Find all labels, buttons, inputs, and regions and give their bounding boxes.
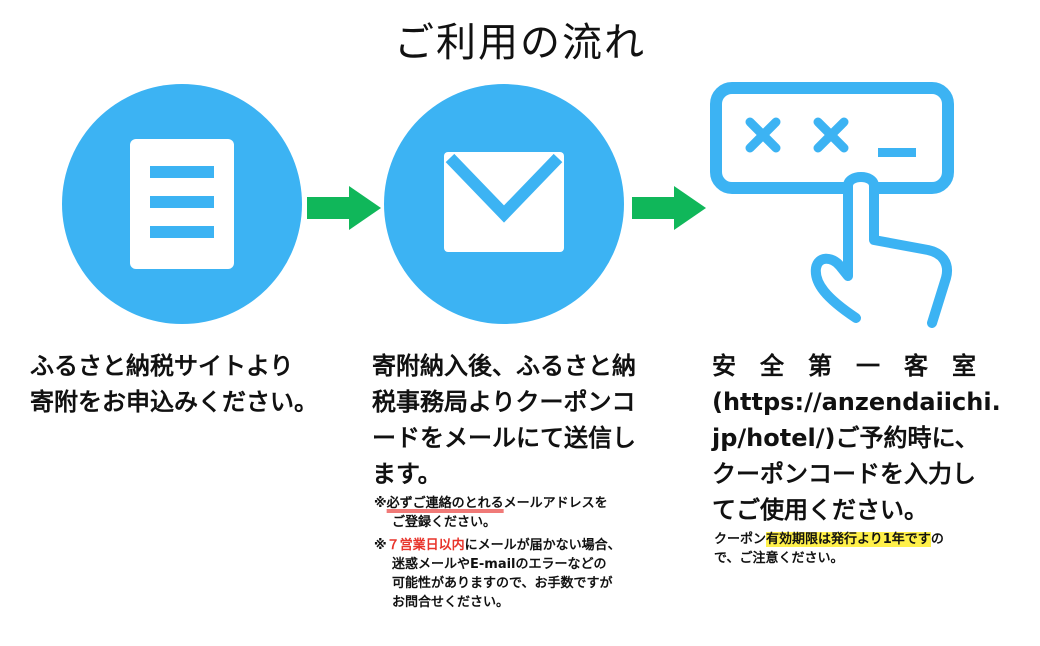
step1-line: 寄附をお申込みください。 bbox=[30, 388, 318, 416]
step2-line: 寄附納入後、ふるさと納 bbox=[372, 352, 636, 380]
document-icon bbox=[130, 139, 234, 269]
envelope-icon bbox=[444, 152, 564, 252]
note-line: お問合せください。 bbox=[392, 595, 510, 610]
underlined-text: 必ずご連絡のとれる bbox=[386, 496, 504, 511]
step3-note: クーポン有効期限は発行より1年ですの で、ご注意ください。 bbox=[714, 530, 1024, 568]
step2-text: 寄附納入後、ふるさと納 税事務局よりクーポンコ ードをメールにて送信し ます。 bbox=[372, 348, 672, 492]
step2-notes: ※必ずご連絡のとれるメールアドレスを ご登録ください。 ※７営業日以内にメールが… bbox=[374, 494, 674, 612]
step3-line: (https://anzendaiichi. bbox=[712, 388, 1001, 416]
arrow-right-icon bbox=[632, 186, 706, 230]
step3-line: 安 全 第 一 客 室 bbox=[712, 352, 976, 380]
step3-line: てご使用ください。 bbox=[712, 496, 928, 524]
red-text: ７営業日以内 bbox=[386, 538, 465, 553]
step1-text: ふるさと納税サイトより 寄附をお申込みください。 bbox=[30, 348, 330, 420]
step3-text: 安 全 第 一 客 室 (https://anzendaiichi. jp/ho… bbox=[712, 348, 1022, 528]
note-line: クーポン有効期限は発行より1年ですの bbox=[714, 532, 944, 547]
step2-circle bbox=[384, 84, 624, 324]
step2-line: 税事務局よりクーポンコ bbox=[372, 388, 636, 416]
note-line: ※７営業日以内にメールが届かない場合、 bbox=[374, 538, 621, 553]
note-line: 可能性がありますので、お手数ですが bbox=[392, 576, 613, 591]
tap-code-icon bbox=[710, 82, 954, 328]
note-line: ※必ずご連絡のとれるメールアドレスを bbox=[374, 496, 608, 511]
step1-line: ふるさと納税サイトより bbox=[30, 352, 294, 380]
page-title: ご利用の流れ bbox=[394, 20, 646, 66]
arrow-right-icon bbox=[307, 186, 381, 230]
step3-line: クーポンコードを入力し bbox=[712, 460, 976, 488]
step3-line: jp/hotel/)ご予約時に、 bbox=[712, 424, 979, 452]
step2-line: ます。 bbox=[372, 460, 442, 488]
highlighted-text: 有効期限は発行より1年です bbox=[766, 532, 931, 547]
note-line: ご登録ください。 bbox=[392, 515, 497, 530]
step2-line: ードをメールにて送信し bbox=[372, 424, 636, 452]
note-line: で、ご注意ください。 bbox=[714, 551, 844, 566]
step1-circle bbox=[62, 84, 302, 324]
note-line: 迷惑メールやE-mailのエラーなどの bbox=[392, 557, 607, 572]
